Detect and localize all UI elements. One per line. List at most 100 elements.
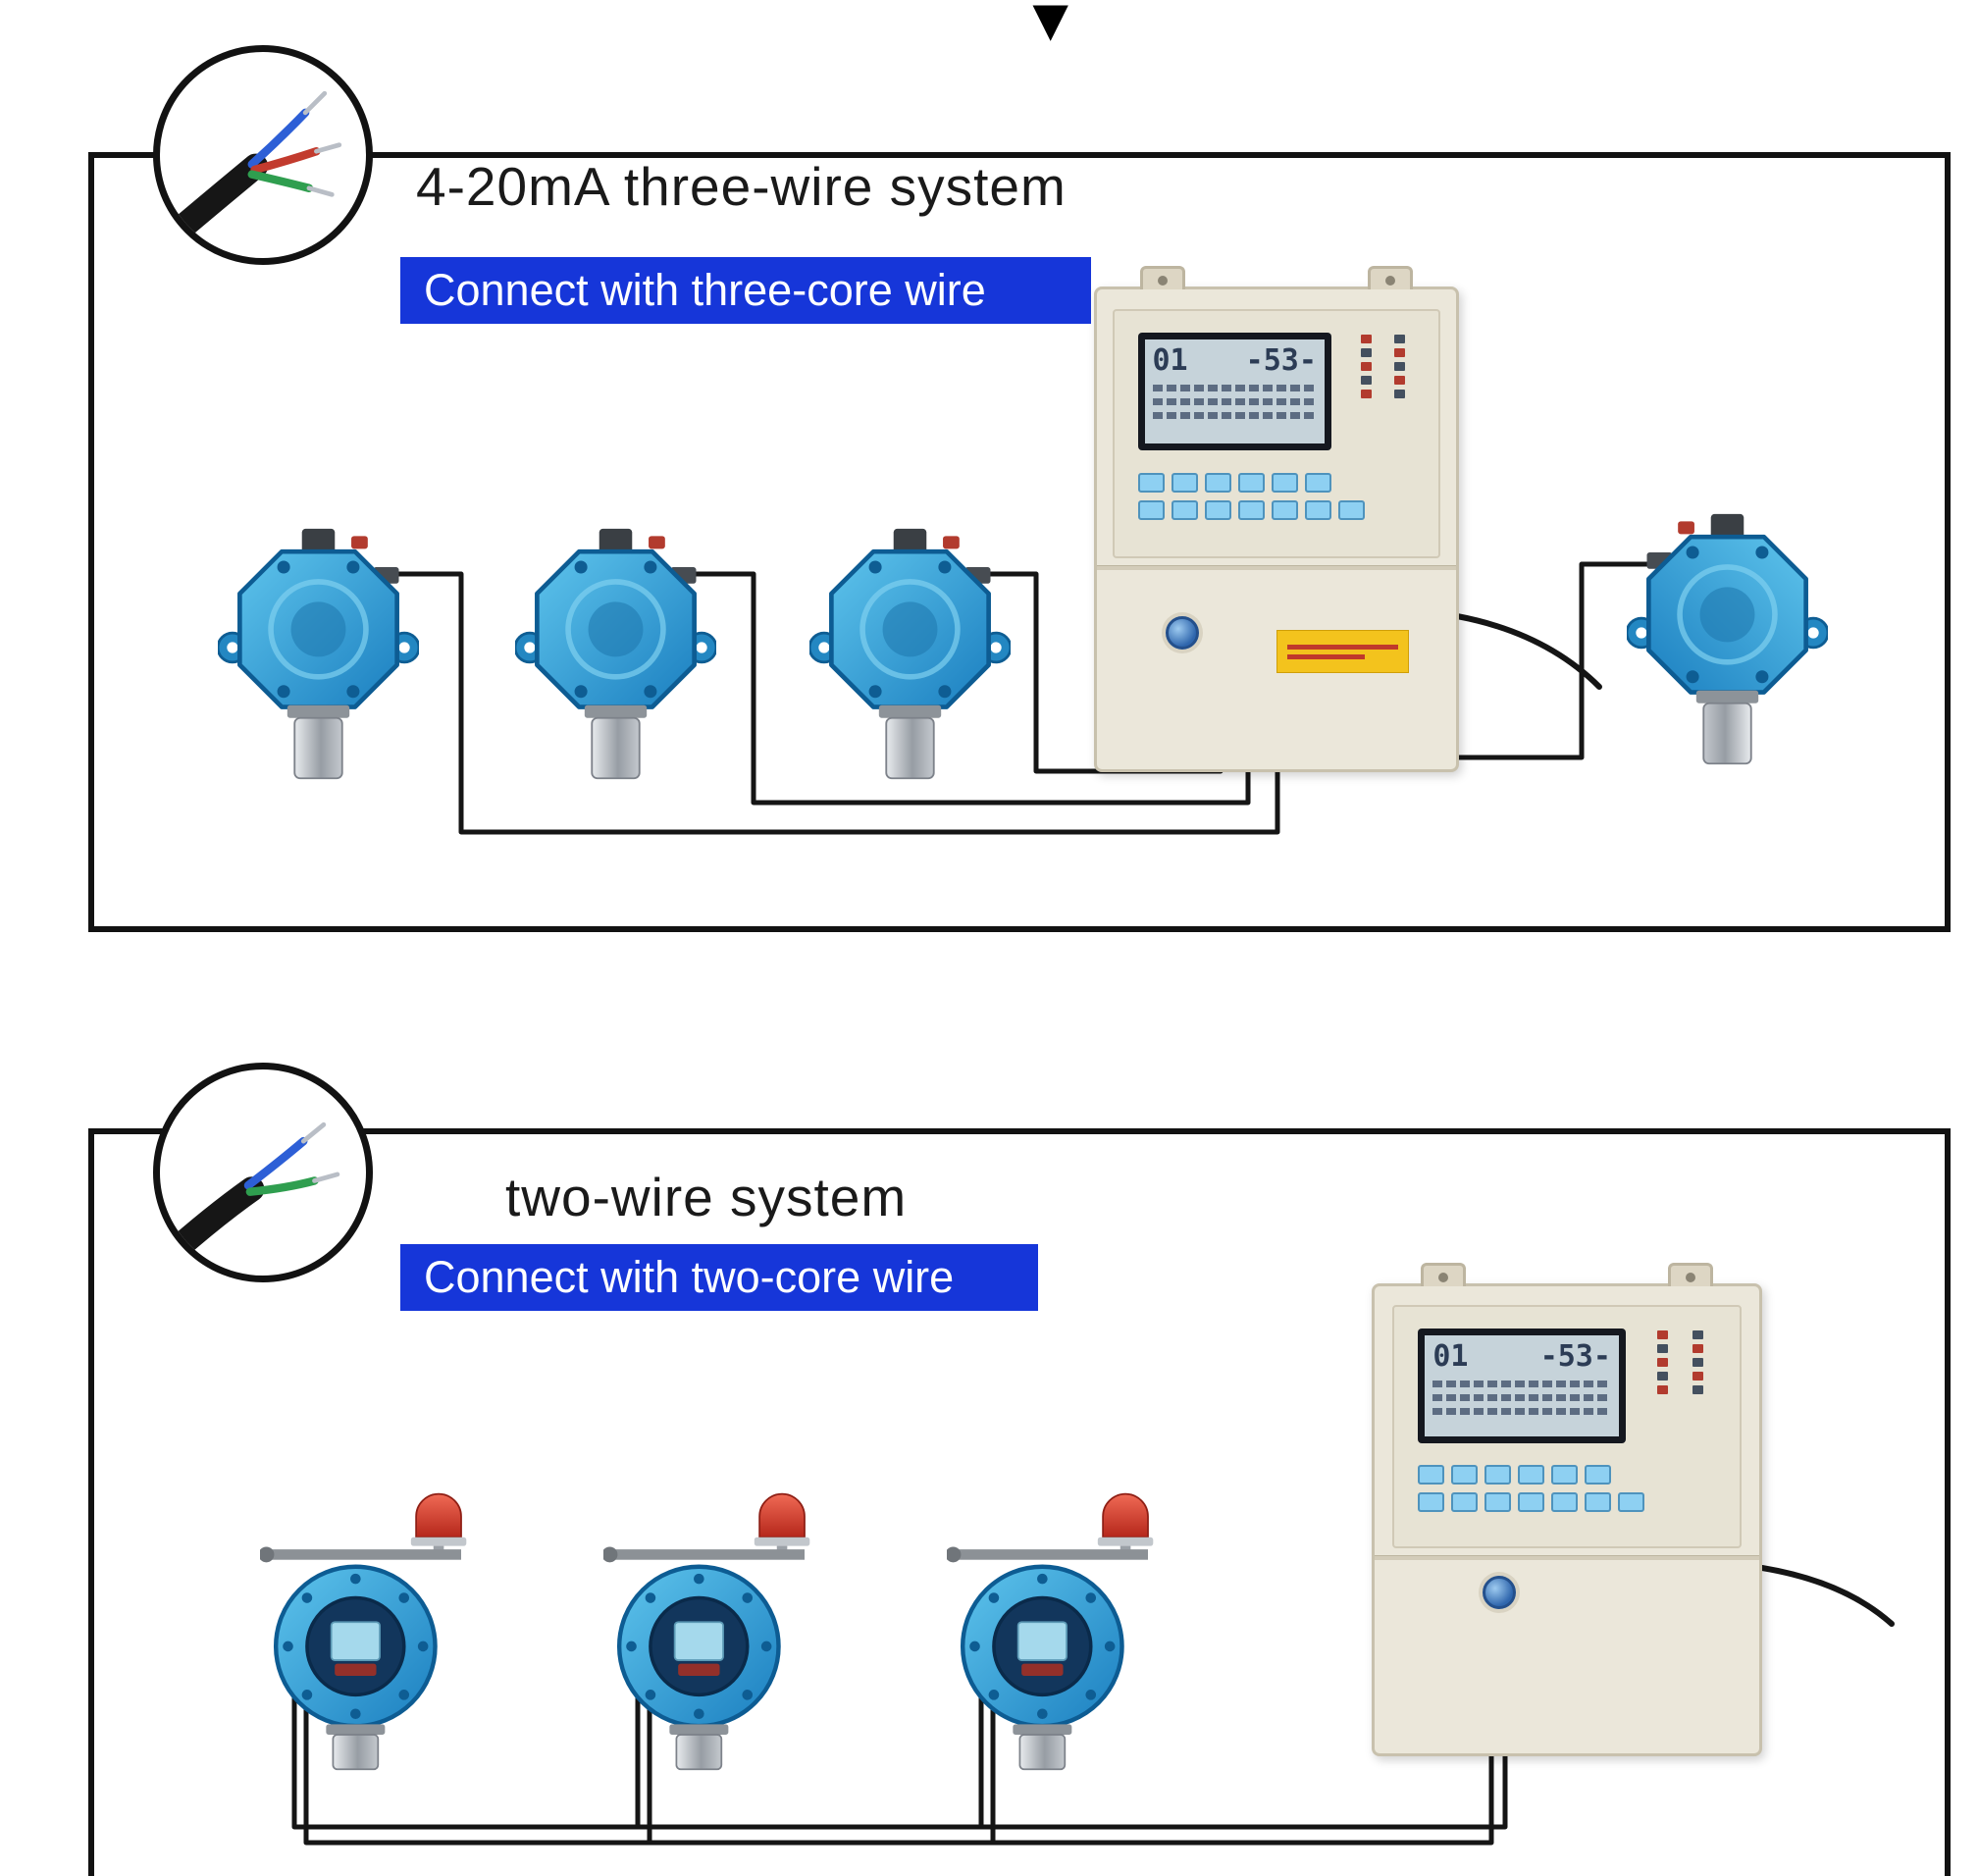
three-core-wire-icon xyxy=(153,45,373,265)
indicator-led xyxy=(1360,390,1372,399)
indicator-led xyxy=(1656,1357,1668,1367)
wire-run-detector1 xyxy=(394,571,1280,835)
panel-button xyxy=(1451,1491,1479,1512)
panel-button xyxy=(1337,499,1365,520)
indicator-led xyxy=(1360,348,1372,358)
panel-button xyxy=(1418,1491,1445,1512)
wire-bus-line-a xyxy=(291,1606,1508,1830)
panel-button xyxy=(1237,499,1265,520)
panel-button xyxy=(1484,1464,1512,1485)
alarm-controller-unit: 01 -53- xyxy=(1372,1263,1762,1756)
lcd-segment-row xyxy=(1432,1407,1611,1415)
mounting-tab xyxy=(1667,1263,1713,1286)
lcd-screen: 01 -53- xyxy=(1144,339,1325,444)
indicator-led xyxy=(1693,1343,1704,1353)
sticker-text-line xyxy=(1287,653,1366,659)
indicator-led xyxy=(1693,1384,1704,1394)
button-row xyxy=(1137,472,1423,493)
panel-button xyxy=(1518,1464,1545,1485)
panel-button xyxy=(1484,1491,1512,1512)
mounting-tab xyxy=(1139,266,1185,289)
door-groove xyxy=(1375,1554,1759,1560)
door-knob xyxy=(1165,615,1199,650)
door-groove xyxy=(1097,565,1456,571)
status-indicator-panel xyxy=(1360,333,1423,450)
controller1-pigtail-wire xyxy=(1454,613,1602,690)
keypad xyxy=(1137,472,1423,528)
panel-button xyxy=(1618,1491,1645,1512)
panel-button xyxy=(1518,1491,1545,1512)
indicator-led xyxy=(1656,1329,1668,1339)
lcd-value-readout: -53- xyxy=(1245,343,1317,379)
panel-button xyxy=(1271,499,1298,520)
mounting-tab xyxy=(1421,1263,1467,1286)
lcd-segment-row xyxy=(1152,385,1317,392)
lcd-segment-row xyxy=(1432,1380,1611,1387)
indicator-led xyxy=(1360,335,1372,344)
panel-button xyxy=(1237,472,1265,493)
panel-button xyxy=(1585,1491,1612,1512)
panel-button xyxy=(1171,499,1198,520)
lcd-screen: 01 -53- xyxy=(1425,1334,1619,1436)
three-wire-banner: Connect with three-core wire xyxy=(400,257,1091,324)
lcd-display: 01 -53- xyxy=(1418,1328,1626,1443)
gas-detector-icon xyxy=(809,510,1011,785)
gas-detector-icon xyxy=(515,510,716,785)
panel-button xyxy=(1418,1464,1445,1485)
button-row xyxy=(1418,1464,1722,1485)
lcd-channel-readout: 01 xyxy=(1432,1338,1469,1374)
indicator-led xyxy=(1360,362,1372,372)
indicator-led xyxy=(1393,390,1405,399)
indicator-led xyxy=(1693,1329,1704,1339)
door-knob xyxy=(1482,1576,1516,1610)
panel-button xyxy=(1585,1464,1612,1485)
lcd-value-readout: -53- xyxy=(1539,1338,1611,1374)
indicator-led xyxy=(1393,362,1405,372)
indicator-led xyxy=(1393,348,1405,358)
lcd-display: 01 -53- xyxy=(1137,333,1331,451)
panel-button xyxy=(1451,1464,1479,1485)
button-row xyxy=(1418,1491,1722,1512)
two-wire-section-frame xyxy=(88,1128,1951,1876)
alarm-controller-unit: 01 -53- xyxy=(1094,266,1459,772)
panel-button xyxy=(1304,472,1331,493)
button-row xyxy=(1137,499,1423,520)
two-wire-title: two-wire system xyxy=(505,1167,908,1227)
gas-detector-with-beacon-icon xyxy=(260,1477,486,1771)
gas-detector-with-beacon-icon xyxy=(947,1477,1172,1771)
status-indicator-panel xyxy=(1656,1329,1723,1443)
panel-button xyxy=(1171,472,1198,493)
mounting-tab xyxy=(1368,266,1414,289)
panel-button xyxy=(1551,1464,1579,1485)
panel-button xyxy=(1271,472,1298,493)
wire-bus-line-b xyxy=(303,1606,1494,1846)
panel-button xyxy=(1204,472,1231,493)
lcd-segment-row xyxy=(1432,1393,1611,1401)
controller-front-panel: 01 -53- xyxy=(1113,308,1440,558)
panel-button xyxy=(1137,472,1165,493)
indicator-led xyxy=(1693,1357,1704,1367)
lcd-segment-row xyxy=(1152,412,1317,420)
two-wire-banner: Connect with two-core wire xyxy=(400,1244,1038,1311)
indicator-led xyxy=(1393,376,1405,386)
gas-detector-icon xyxy=(1627,495,1828,770)
three-wire-section-frame xyxy=(88,152,1951,932)
indicator-led xyxy=(1656,1343,1668,1353)
triangle-down-icon: ▼ xyxy=(1020,0,1081,54)
panel-button xyxy=(1551,1491,1579,1512)
wire-run-detector2 xyxy=(692,571,1251,806)
sticker-text-line xyxy=(1287,644,1399,650)
indicator-led xyxy=(1393,335,1405,344)
three-wire-title: 4-20mA three-wire system xyxy=(416,156,1067,217)
keypad xyxy=(1418,1464,1722,1520)
controller-front-panel: 01 -53- xyxy=(1391,1305,1743,1548)
gas-detector-icon xyxy=(218,510,419,785)
panel-button xyxy=(1204,499,1231,520)
indicator-led xyxy=(1656,1384,1668,1394)
panel-button xyxy=(1304,499,1331,520)
controller2-pigtail-wire xyxy=(1759,1565,1895,1627)
indicator-led xyxy=(1656,1371,1668,1381)
indicator-led xyxy=(1360,376,1372,386)
lcd-channel-readout: 01 xyxy=(1152,343,1188,379)
